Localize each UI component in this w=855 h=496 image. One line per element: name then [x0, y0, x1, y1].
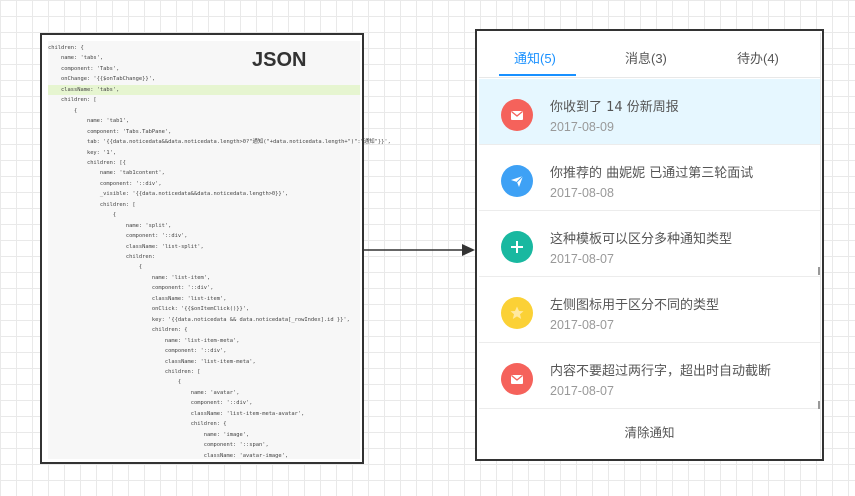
notification-item[interactable]: 你推荐的 曲妮妮 已通过第三轮面试 2017-08-08	[479, 145, 820, 211]
notification-date: 2017-08-07	[550, 252, 614, 266]
code-line: name: 'tabs',	[48, 55, 104, 62]
code-line: {	[48, 264, 143, 271]
code-line: _visible: '{{data.noticedata&&data.notic…	[48, 191, 289, 198]
code-line: className: 'list-item',	[48, 295, 227, 302]
tab-message[interactable]: 消息(3)	[625, 51, 667, 66]
notification-item[interactable]: 这种模板可以区分多种通知类型 2017-08-07	[479, 211, 820, 277]
code-line: component: '::div',	[48, 180, 162, 187]
notification-title: 这种模板可以区分多种通知类型	[550, 232, 733, 247]
json-panel-title: JSON	[252, 49, 307, 71]
notification-title: 左侧图标用于区分不同的类型	[550, 298, 720, 313]
notification-item[interactable]: 内容不要超过两行字，超出时自动截断 2017-08-07	[479, 343, 820, 409]
code-line: component: '::div',	[48, 233, 188, 240]
code-line: onClick: '{{$onItemClick()}}',	[48, 306, 250, 313]
notification-title: 你收到了 14 份新周报	[550, 100, 679, 115]
code-line: name: 'image',	[48, 431, 250, 438]
code-line: component: '::div',	[48, 348, 227, 355]
notification-date: 2017-08-07	[550, 384, 614, 398]
clear-notifications-button[interactable]: 清除通知	[624, 425, 675, 440]
star-icon	[501, 297, 533, 329]
code-line: name: 'list-item',	[48, 274, 211, 281]
code-line: children: {	[48, 421, 227, 428]
code-line: component: '::div',	[48, 400, 253, 407]
code-line: {	[48, 379, 182, 386]
active-tab-indicator	[499, 74, 576, 76]
code-line: name: 'list-item-meta',	[48, 337, 240, 344]
notification-title: 你推荐的 曲妮妮 已通过第三轮面试	[550, 166, 754, 181]
code-line: component: '::div',	[48, 285, 214, 292]
code-line: children: [	[48, 201, 136, 208]
code-line: children: [	[48, 97, 97, 104]
mail-icon	[501, 363, 533, 395]
code-line: {	[48, 212, 117, 219]
code-line: component: '::span',	[48, 442, 269, 449]
plus-icon	[501, 231, 533, 263]
notification-date: 2017-08-07	[550, 318, 614, 332]
code-line: name: 'tab1content',	[48, 170, 165, 177]
notification-title: 内容不要超过两行字，超出时自动截断	[550, 364, 772, 379]
code-line: className: 'tabs',	[48, 84, 360, 96]
notification-date: 2017-08-08	[550, 186, 614, 200]
code-line: children: {	[48, 45, 84, 51]
notification-date: 2017-08-09	[550, 120, 614, 134]
code-line: children: {	[48, 327, 188, 334]
code-line: children: [	[48, 368, 201, 375]
tab-todo[interactable]: 待办(4)	[737, 51, 779, 66]
code-line: className: 'avatar-image',	[48, 452, 289, 459]
code-line: name: 'tab1',	[48, 118, 130, 125]
notification-popover: 通知(5) 消息(3) 待办(4) 你收到了 14 份新周报 2017-08-09…	[479, 33, 821, 458]
scrollbar-mark	[818, 401, 820, 409]
code-line: key: '1',	[48, 149, 117, 156]
code-line: component: 'Tabs',	[48, 65, 120, 72]
code-line: key: '{{data.noticedata && data.noticeda…	[48, 316, 350, 323]
code-line: name: 'avatar',	[48, 389, 240, 396]
json-code-area: children: { name: 'tabs', component: 'Ta…	[48, 41, 391, 459]
json-code-panel: children: { name: 'tabs', component: 'Ta…	[40, 33, 391, 464]
scrollbar-mark	[818, 267, 820, 275]
code-line: onChange: '{{$onTabChange}}',	[48, 76, 156, 83]
code-line: name: 'split',	[48, 222, 172, 229]
tab-bar: 通知(5) 消息(3) 待办(4)	[479, 33, 820, 78]
code-line: tab: '{{data.noticedata&&data.noticedata…	[48, 139, 391, 146]
mail-icon	[501, 99, 533, 131]
right-arrow-icon	[364, 244, 475, 256]
notification-panel: 通知(5) 消息(3) 待办(4) 你收到了 14 份新周报 2017-08-09…	[475, 29, 824, 461]
tab-notice[interactable]: 通知(5)	[514, 51, 556, 66]
code-line: className: 'list-split',	[48, 243, 204, 250]
notification-item[interactable]: 左侧图标用于区分不同的类型 2017-08-07	[479, 277, 820, 343]
code-line: className: 'list-item-meta',	[48, 358, 256, 365]
code-line: children:	[48, 254, 156, 260]
code-line: {	[48, 107, 78, 114]
code-line: className: 'list-item-meta-avatar',	[48, 410, 305, 417]
code-line: component: 'Tabs.TabPane',	[48, 128, 172, 135]
notification-item[interactable]: 你收到了 14 份新周报 2017-08-09	[479, 79, 820, 145]
paper-plane-icon	[501, 165, 533, 197]
code-line: children: [{	[48, 159, 126, 166]
